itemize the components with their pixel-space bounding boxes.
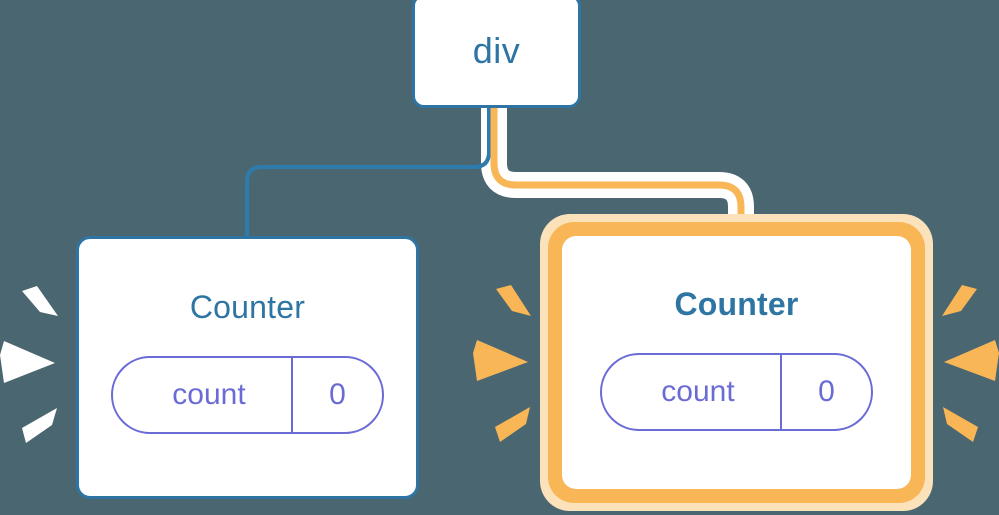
node-counter-left-title: Counter [189,289,306,325]
ray-white-upper-icon [22,286,58,316]
edge-div-to-counter-left [245,100,491,244]
ray-white-middle-icon [0,341,55,383]
state-key-count: count [172,378,246,411]
sparkle-rays-right-card-left [473,285,531,442]
ray-orange-left-upper-icon [496,285,531,316]
ray-orange-right-lower-icon [943,407,978,442]
ray-orange-left-lower-icon [495,407,530,442]
state-key-count: count [661,375,735,408]
ray-white-lower-icon [22,408,57,443]
state-capsule-right: count 0 [600,353,873,431]
state-capsule-left: count 0 [111,356,384,434]
node-div[interactable]: div [412,0,581,108]
node-div-label: div [472,30,521,71]
edge-div-to-counter-right [490,100,745,240]
ray-orange-left-middle-icon [473,340,528,381]
sparkle-rays-left-card [0,286,58,443]
node-counter-right[interactable]: Counter count 0 [562,236,911,489]
state-value-count: 0 [780,355,871,429]
ray-orange-right-middle-icon [944,340,999,381]
ray-orange-right-upper-icon [942,285,977,316]
sparkle-rays-right-card-right [942,285,999,442]
node-counter-left[interactable]: Counter count 0 [76,236,419,499]
state-value-count: 0 [291,358,382,432]
node-counter-right-title: Counter [674,286,799,322]
